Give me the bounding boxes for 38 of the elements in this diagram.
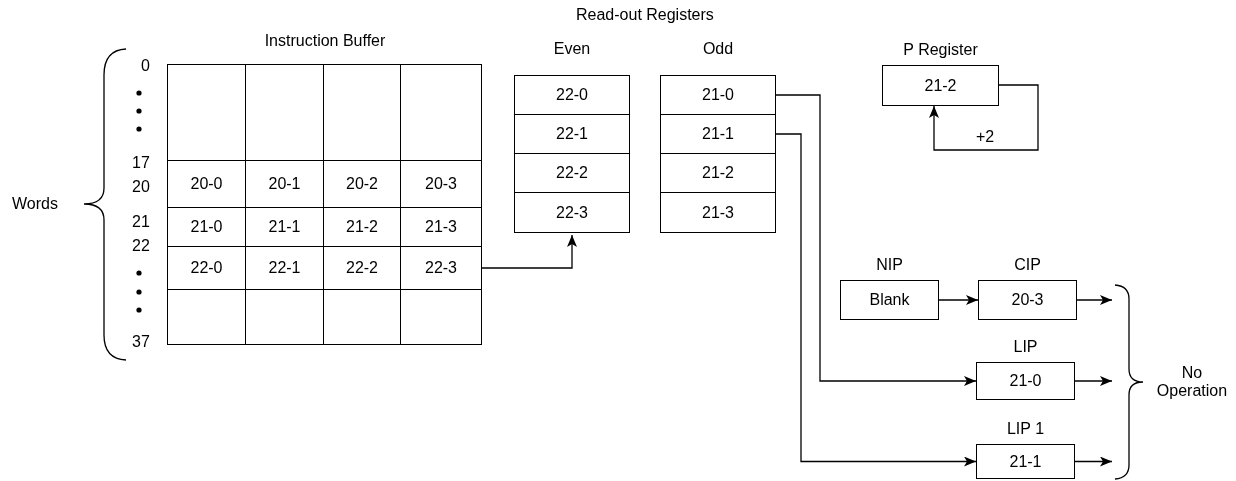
arrow (775, 133, 977, 467)
register-box: 21-1 (976, 444, 1075, 479)
group-heading: Read-out Registers (576, 6, 714, 24)
table-cell: 22-0 (514, 75, 630, 115)
row-number: 21 (132, 213, 150, 231)
row-number: 22 (132, 237, 150, 255)
group-heading: Instruction Buffer (264, 31, 386, 51)
arrow (1074, 376, 1113, 386)
register-box: 21-2 (882, 65, 999, 106)
table-cell: 22-2 (514, 153, 630, 193)
register-box: 21-0 (976, 362, 1075, 400)
row-number: 37 (132, 333, 150, 351)
arrow (775, 94, 977, 386)
table-cell: 22-3 (514, 192, 630, 233)
table-cell: 21-0 (660, 75, 776, 115)
register-box: Blank (840, 280, 939, 320)
row-number: 0 (141, 57, 150, 75)
arrow (481, 234, 577, 269)
register-label: CIP (1014, 255, 1041, 275)
group-heading: Odd (702, 39, 734, 59)
row-number: 20 (132, 178, 150, 196)
register-label: LIP 1 (1006, 419, 1045, 439)
group-heading: Even (553, 39, 591, 59)
arrow (938, 295, 979, 305)
axis-label: Words (12, 195, 58, 213)
arrow (929, 84, 1039, 151)
table-cell: 21-3 (660, 192, 776, 233)
table-cell: 21-2 (660, 153, 776, 193)
brace-label: No Operation (1155, 364, 1229, 400)
row-number: 17 (132, 154, 150, 172)
register-label: P Register (903, 40, 978, 60)
table-cell: 21-1 (660, 114, 776, 154)
register-box: 20-3 (978, 280, 1077, 320)
register-label: NIP (876, 255, 903, 275)
register-label: LIP (1013, 337, 1038, 357)
table-cell: 22-1 (514, 114, 630, 154)
arrow (1076, 295, 1113, 305)
arrow (1074, 456, 1113, 467)
